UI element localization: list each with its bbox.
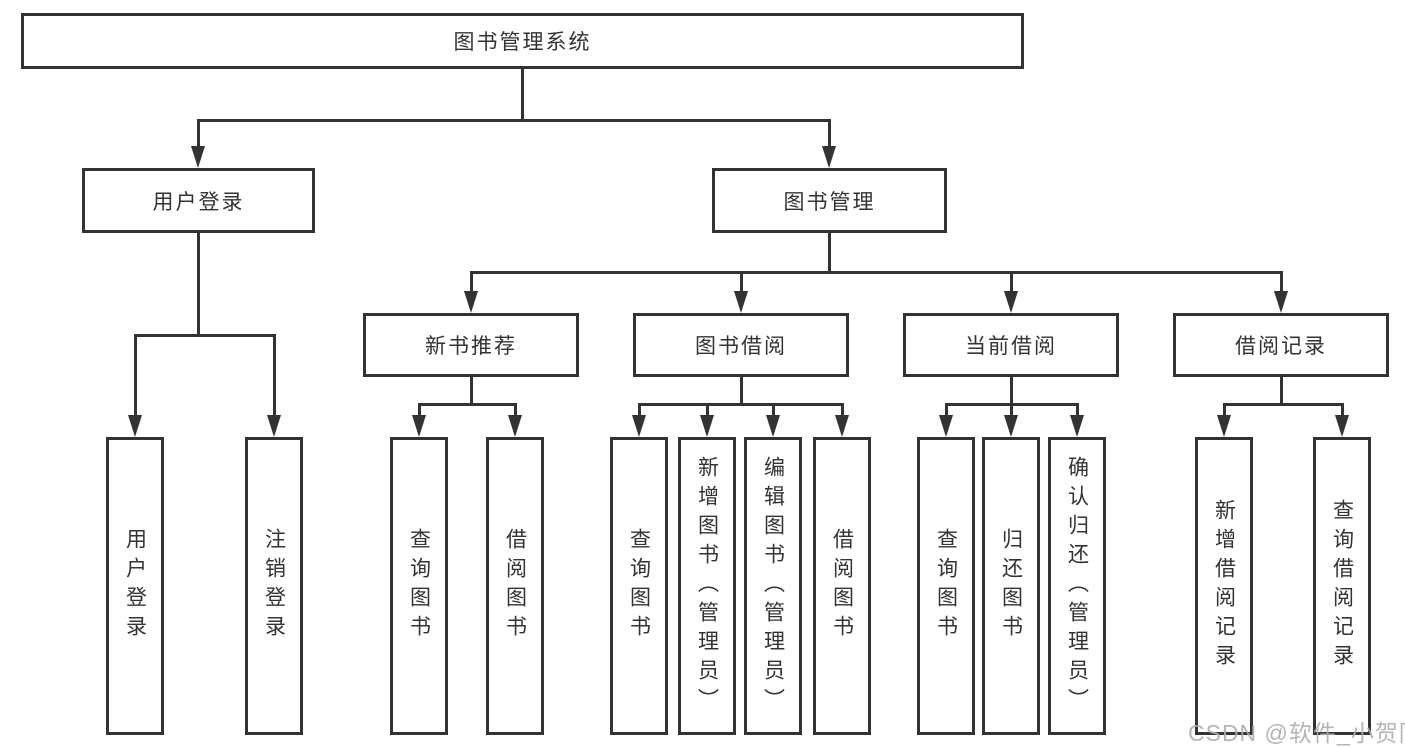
leaf-records-add-record-label: 新增借阅记录 bbox=[1212, 499, 1236, 673]
connector-line bbox=[273, 334, 276, 417]
arrowhead-down-icon bbox=[1004, 415, 1018, 437]
connector-line bbox=[841, 403, 844, 417]
arrowhead-down-icon bbox=[128, 415, 142, 437]
connector-line bbox=[470, 377, 473, 406]
arrowhead-down-icon bbox=[412, 415, 426, 437]
connector-line bbox=[197, 119, 831, 122]
connector-line bbox=[638, 403, 843, 406]
node-user-login-label: 用户登录 bbox=[152, 190, 245, 214]
node-root-label: 图书管理系统 bbox=[453, 31, 592, 54]
leaf-borrow-query-books: 查询图书 bbox=[610, 437, 668, 735]
connector-line bbox=[134, 334, 137, 417]
connector-line bbox=[197, 233, 200, 336]
arrowhead-down-icon bbox=[766, 415, 780, 437]
node-book-management: 图书管理 bbox=[712, 168, 947, 233]
leaf-records-add-record: 新增借阅记录 bbox=[1195, 437, 1253, 735]
csdn-watermark: CSDN @软件_小贺同学 bbox=[1188, 720, 1405, 746]
leaf-borrow-borrow-books-label: 借阅图书 bbox=[830, 528, 854, 644]
connector-line bbox=[772, 403, 775, 417]
connector-line bbox=[740, 377, 743, 406]
connector-line bbox=[1010, 403, 1013, 417]
connector-line bbox=[197, 119, 200, 149]
arrowhead-down-icon bbox=[1335, 415, 1349, 437]
node-new-book-recommend: 新书推荐 bbox=[363, 313, 579, 377]
leaf-current-return-books-label: 归还图书 bbox=[999, 528, 1023, 644]
node-root: 图书管理系统 bbox=[21, 13, 1024, 69]
connector-line bbox=[945, 403, 948, 417]
connector-line bbox=[418, 403, 517, 406]
leaf-newbooks-query-books-label: 查询图书 bbox=[407, 528, 431, 644]
leaf-current-confirm-return-admin-label: 确认归还（管理员） bbox=[1065, 455, 1089, 717]
node-borrow-records-label: 借阅记录 bbox=[1235, 335, 1327, 358]
leaf-logout-label: 注销登录 bbox=[262, 528, 286, 644]
leaf-user-login-label: 用户登录 bbox=[123, 528, 147, 644]
connector-line bbox=[706, 403, 709, 417]
leaf-borrow-borrow-books: 借阅图书 bbox=[813, 437, 871, 735]
connector-line bbox=[470, 271, 1282, 274]
node-user-login: 用户登录 bbox=[82, 168, 315, 233]
connector-line bbox=[828, 119, 831, 149]
connector-line bbox=[134, 334, 275, 337]
connector-line bbox=[521, 69, 524, 121]
arrowhead-down-icon bbox=[267, 415, 281, 437]
connector-line bbox=[638, 403, 641, 417]
connector-line bbox=[418, 403, 421, 417]
connector-line bbox=[740, 271, 743, 293]
arrowhead-down-icon bbox=[1217, 415, 1231, 437]
leaf-current-return-books: 归还图书 bbox=[982, 437, 1040, 735]
arrowhead-down-icon bbox=[1004, 291, 1018, 313]
arrowhead-down-icon bbox=[191, 146, 205, 168]
connector-line bbox=[1280, 377, 1283, 406]
node-new-book-recommend-label: 新书推荐 bbox=[425, 335, 517, 358]
arrowhead-down-icon bbox=[700, 415, 714, 437]
leaf-borrow-add-books-admin-label: 新增图书（管理员） bbox=[695, 455, 719, 717]
node-current-borrow: 当前借阅 bbox=[903, 313, 1119, 377]
arrowhead-down-icon bbox=[1070, 415, 1084, 437]
leaf-borrow-edit-books-admin: 编辑图书（管理员） bbox=[744, 437, 802, 735]
leaf-user-login: 用户登录 bbox=[106, 437, 164, 735]
connector-line bbox=[1076, 403, 1079, 417]
leaf-borrow-add-books-admin: 新增图书（管理员） bbox=[678, 437, 736, 735]
leaf-borrow-edit-books-admin-label: 编辑图书（管理员） bbox=[761, 455, 785, 717]
leaf-current-query-books: 查询图书 bbox=[917, 437, 975, 735]
arrowhead-down-icon bbox=[734, 291, 748, 313]
node-book-management-label: 图书管理 bbox=[783, 190, 876, 214]
arrowhead-down-icon bbox=[508, 415, 522, 437]
arrowhead-down-icon bbox=[939, 415, 953, 437]
arrowhead-down-icon bbox=[1274, 291, 1288, 313]
leaf-newbooks-borrow-books: 借阅图书 bbox=[486, 437, 544, 735]
leaf-logout: 注销登录 bbox=[245, 437, 303, 735]
arrowhead-down-icon bbox=[835, 415, 849, 437]
connector-line bbox=[828, 233, 831, 273]
leaf-current-query-books-label: 查询图书 bbox=[934, 528, 958, 644]
node-current-borrow-label: 当前借阅 bbox=[965, 335, 1057, 358]
node-book-borrow: 图书借阅 bbox=[633, 313, 849, 377]
arrowhead-down-icon bbox=[632, 415, 646, 437]
node-borrow-records: 借阅记录 bbox=[1173, 313, 1389, 377]
leaf-current-confirm-return-admin: 确认归还（管理员） bbox=[1048, 437, 1106, 735]
connector-line bbox=[1341, 403, 1344, 417]
arrowhead-down-icon bbox=[822, 146, 836, 168]
leaf-records-query-record-label: 查询借阅记录 bbox=[1330, 499, 1354, 673]
connector-line bbox=[1223, 403, 1226, 417]
connector-line bbox=[1223, 403, 1344, 406]
connector-line bbox=[1280, 271, 1283, 293]
connector-line bbox=[470, 271, 473, 293]
arrowhead-down-icon bbox=[464, 291, 478, 313]
node-book-borrow-label: 图书借阅 bbox=[695, 335, 787, 358]
leaf-newbooks-query-books: 查询图书 bbox=[390, 437, 448, 735]
connector-line bbox=[1010, 271, 1013, 293]
connector-line bbox=[514, 403, 517, 417]
leaf-records-query-record: 查询借阅记录 bbox=[1313, 437, 1371, 735]
connector-line bbox=[1010, 377, 1013, 406]
leaf-borrow-query-books-label: 查询图书 bbox=[627, 528, 651, 644]
leaf-newbooks-borrow-books-label: 借阅图书 bbox=[503, 528, 527, 644]
